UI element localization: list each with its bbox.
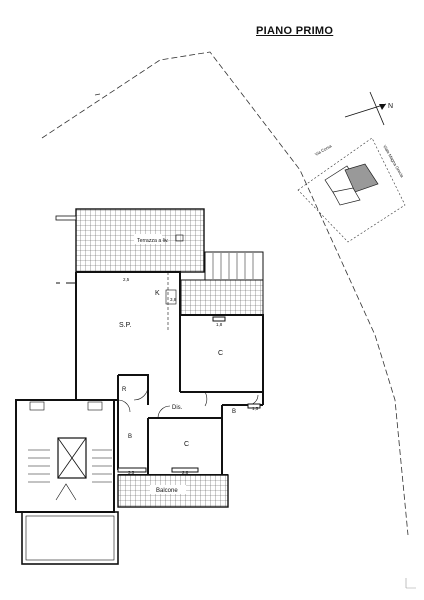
height-label-6: 2,8 [182, 470, 189, 475]
room-label-terrace: Terrazza a liv. [137, 238, 169, 244]
property-boundary [41, 51, 409, 536]
site-street-label-2: Viale Magna Grecia [382, 144, 405, 179]
room-label-r: R [122, 387, 127, 393]
height-label-3: 1,8 [216, 322, 223, 327]
room-label-c-top: C [218, 350, 223, 357]
room-label-living: S.P. [119, 322, 131, 329]
north-arrow [344, 91, 387, 126]
room-label-bath-left: B [128, 434, 132, 440]
height-label-4: 1,5 [252, 406, 259, 411]
room-label-dis: Dis. [172, 405, 183, 411]
height-label-2: 3,8 [170, 297, 177, 302]
site-street-label-1: Via Corsa [314, 143, 333, 157]
height-label-5: 3,5 [128, 470, 135, 475]
room-label-bath-right: B [232, 409, 236, 415]
room-label-balcony: Balcone [156, 488, 178, 494]
height-label-1: 2,5 [123, 277, 130, 282]
site-map [297, 137, 406, 243]
room-label-c-bottom: C [184, 441, 189, 448]
page-title: PIANO PRIMO [256, 25, 334, 37]
stair-terrace [204, 251, 264, 281]
stairwell [15, 399, 119, 565]
terrace-area [75, 208, 205, 273]
north-label: N [388, 103, 393, 110]
room-label-kitchen: K [155, 290, 160, 297]
